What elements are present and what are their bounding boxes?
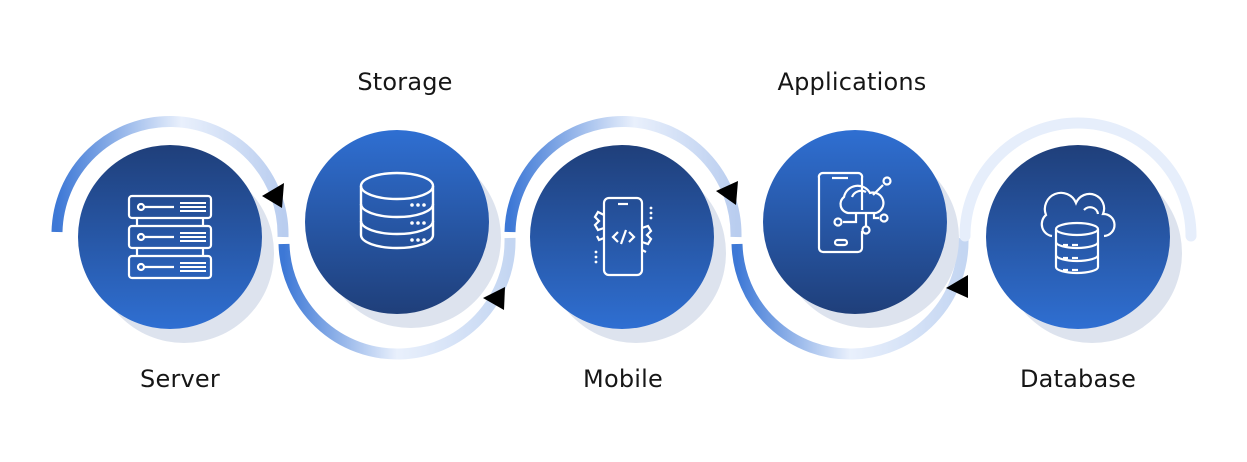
direction-arrows (262, 181, 968, 310)
mobile-development-icon (593, 196, 653, 277)
node-label-mobile: Mobile (583, 365, 663, 393)
ring-arc-mobile (504, 115, 742, 238)
ring-arc-server (51, 115, 289, 238)
node-label-storage: Storage (357, 68, 453, 96)
node-circle-mobile (530, 145, 714, 329)
arrow-icon (483, 287, 505, 310)
node-label-server: Server (140, 365, 220, 393)
server-rack-icon (127, 194, 213, 280)
arrow-icon (716, 181, 738, 205)
ring-arc-storage (278, 237, 516, 360)
arrow-icon (946, 275, 968, 298)
mobile-cloud-network-icon (817, 171, 892, 254)
ring-arc-database (959, 117, 1197, 242)
node-circle-storage (305, 130, 489, 314)
node-label-database: Database (1019, 365, 1137, 393)
node-circle-database (986, 145, 1170, 329)
database-icon (359, 171, 435, 250)
arrow-icon (262, 183, 284, 208)
node-label-applications: Applications (777, 68, 927, 96)
cloud-database-icon (1040, 191, 1116, 275)
